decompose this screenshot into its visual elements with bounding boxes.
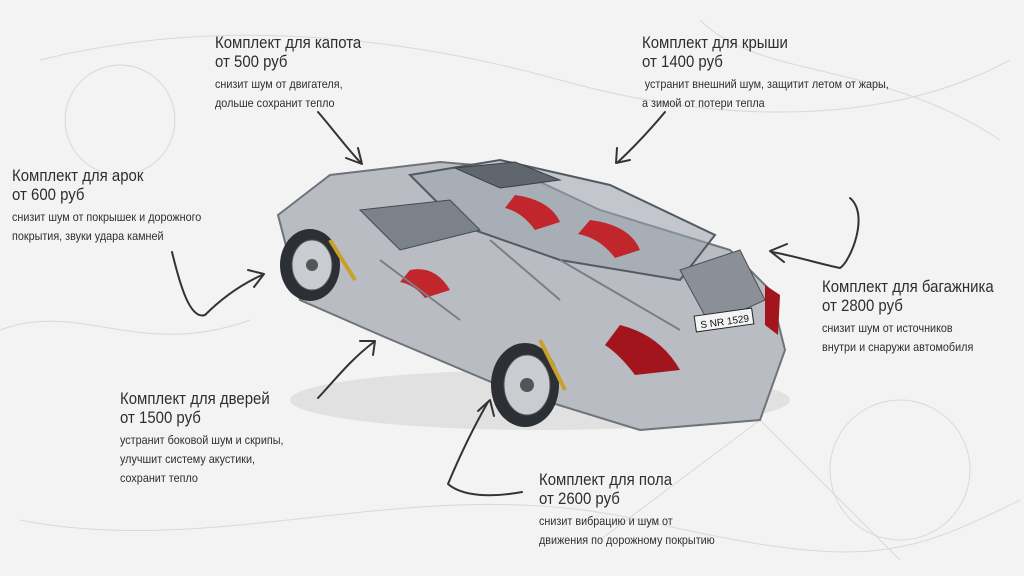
- arches-kit-desc-line: покрытия, звуки удара камней: [12, 229, 164, 243]
- roof-kit-desc-line: а зимой от потери тепла: [642, 96, 765, 110]
- arches-kit-desc-line: снизит шум от покрышек и дорожного: [12, 210, 202, 224]
- trunk-kit-title: Комплект для багажника: [822, 277, 994, 296]
- car-sunroof: [453, 161, 562, 189]
- doors-kit-desc-line: сохранит тепло: [120, 471, 198, 485]
- doors-kit-description: устранит боковой шум и скрипы, улучшит с…: [120, 431, 283, 488]
- hood-kit-desc-line: снизит шум от двигателя,: [215, 77, 343, 91]
- doors-kit-desc-line: улучшит систему акустики,: [120, 452, 256, 466]
- floor-kit-title: Комплект для пола: [539, 470, 673, 489]
- arches-kit-description: снизит шум от покрышек и дорожного покры…: [12, 208, 201, 246]
- hood-kit-callout: Комплект для капота от 500 руб снизит шу…: [215, 33, 381, 113]
- front-wheel: [280, 229, 340, 301]
- doors-kit-desc-line: устранит боковой шум и скрипы,: [120, 433, 284, 447]
- arches-kit-price: от 600 руб: [12, 185, 85, 204]
- roof-kit-desc-line: устранит внешний шум, защитит летом от ж…: [644, 77, 889, 91]
- car-seat-front: [505, 195, 560, 230]
- floor-kit-price: от 2600 руб: [539, 489, 620, 508]
- roof-kit-description: устранит внешний шум, защитит летом от ж…: [642, 75, 889, 113]
- hood-kit-description: снизит шум от двигателя, дольше сохранит…: [215, 75, 365, 113]
- floor-kit-callout: Комплект для пола от 2600 руб снизит виб…: [539, 470, 734, 550]
- doors-kit-callout: Комплект для дверей от 1500 руб устранит…: [120, 389, 302, 488]
- trunk-kit-callout: Комплект для багажника от 2800 руб снизи…: [822, 277, 1017, 357]
- trunk-kit-desc-line: снизит шум от источников: [822, 321, 953, 335]
- hood-kit-title: Комплект для капота: [215, 33, 362, 52]
- hood-kit-price: от 500 руб: [215, 52, 288, 71]
- arches-kit-callout: Комплект для арок от 600 руб снизит шум …: [12, 166, 222, 246]
- arches-kit-title: Комплект для арок: [12, 166, 144, 185]
- trunk-kit-desc-line: внутри и снаружи автомобиля: [822, 340, 974, 354]
- trunk-kit-price: от 2800 руб: [822, 296, 903, 315]
- roof-kit-callout: Комплект для крыши от 1400 руб устранит …: [642, 33, 916, 113]
- doors-kit-price: от 1500 руб: [120, 408, 201, 427]
- floor-kit-description: снизит вибрацию и шум от движения по дор…: [539, 512, 715, 550]
- hood-kit-desc-line: дольше сохранит тепло: [215, 96, 335, 110]
- car-tail-light: [605, 325, 680, 375]
- floor-kit-desc-line: движения по дорожному покрытию: [539, 533, 715, 547]
- car-illustration: S NR 1529: [276, 158, 790, 432]
- roof-kit-title: Комплект для крыши: [642, 33, 788, 52]
- trunk-kit-description: снизит шум от источников внутри и снаруж…: [822, 319, 998, 357]
- floor-kit-desc-line: снизит вибрацию и шум от: [539, 514, 673, 528]
- roof-kit-price: от 1400 руб: [642, 52, 723, 71]
- doors-kit-title: Комплект для дверей: [120, 389, 270, 408]
- car-seat-side: [400, 269, 450, 298]
- license-plate: [693, 307, 755, 333]
- car-seat-rear: [578, 220, 640, 258]
